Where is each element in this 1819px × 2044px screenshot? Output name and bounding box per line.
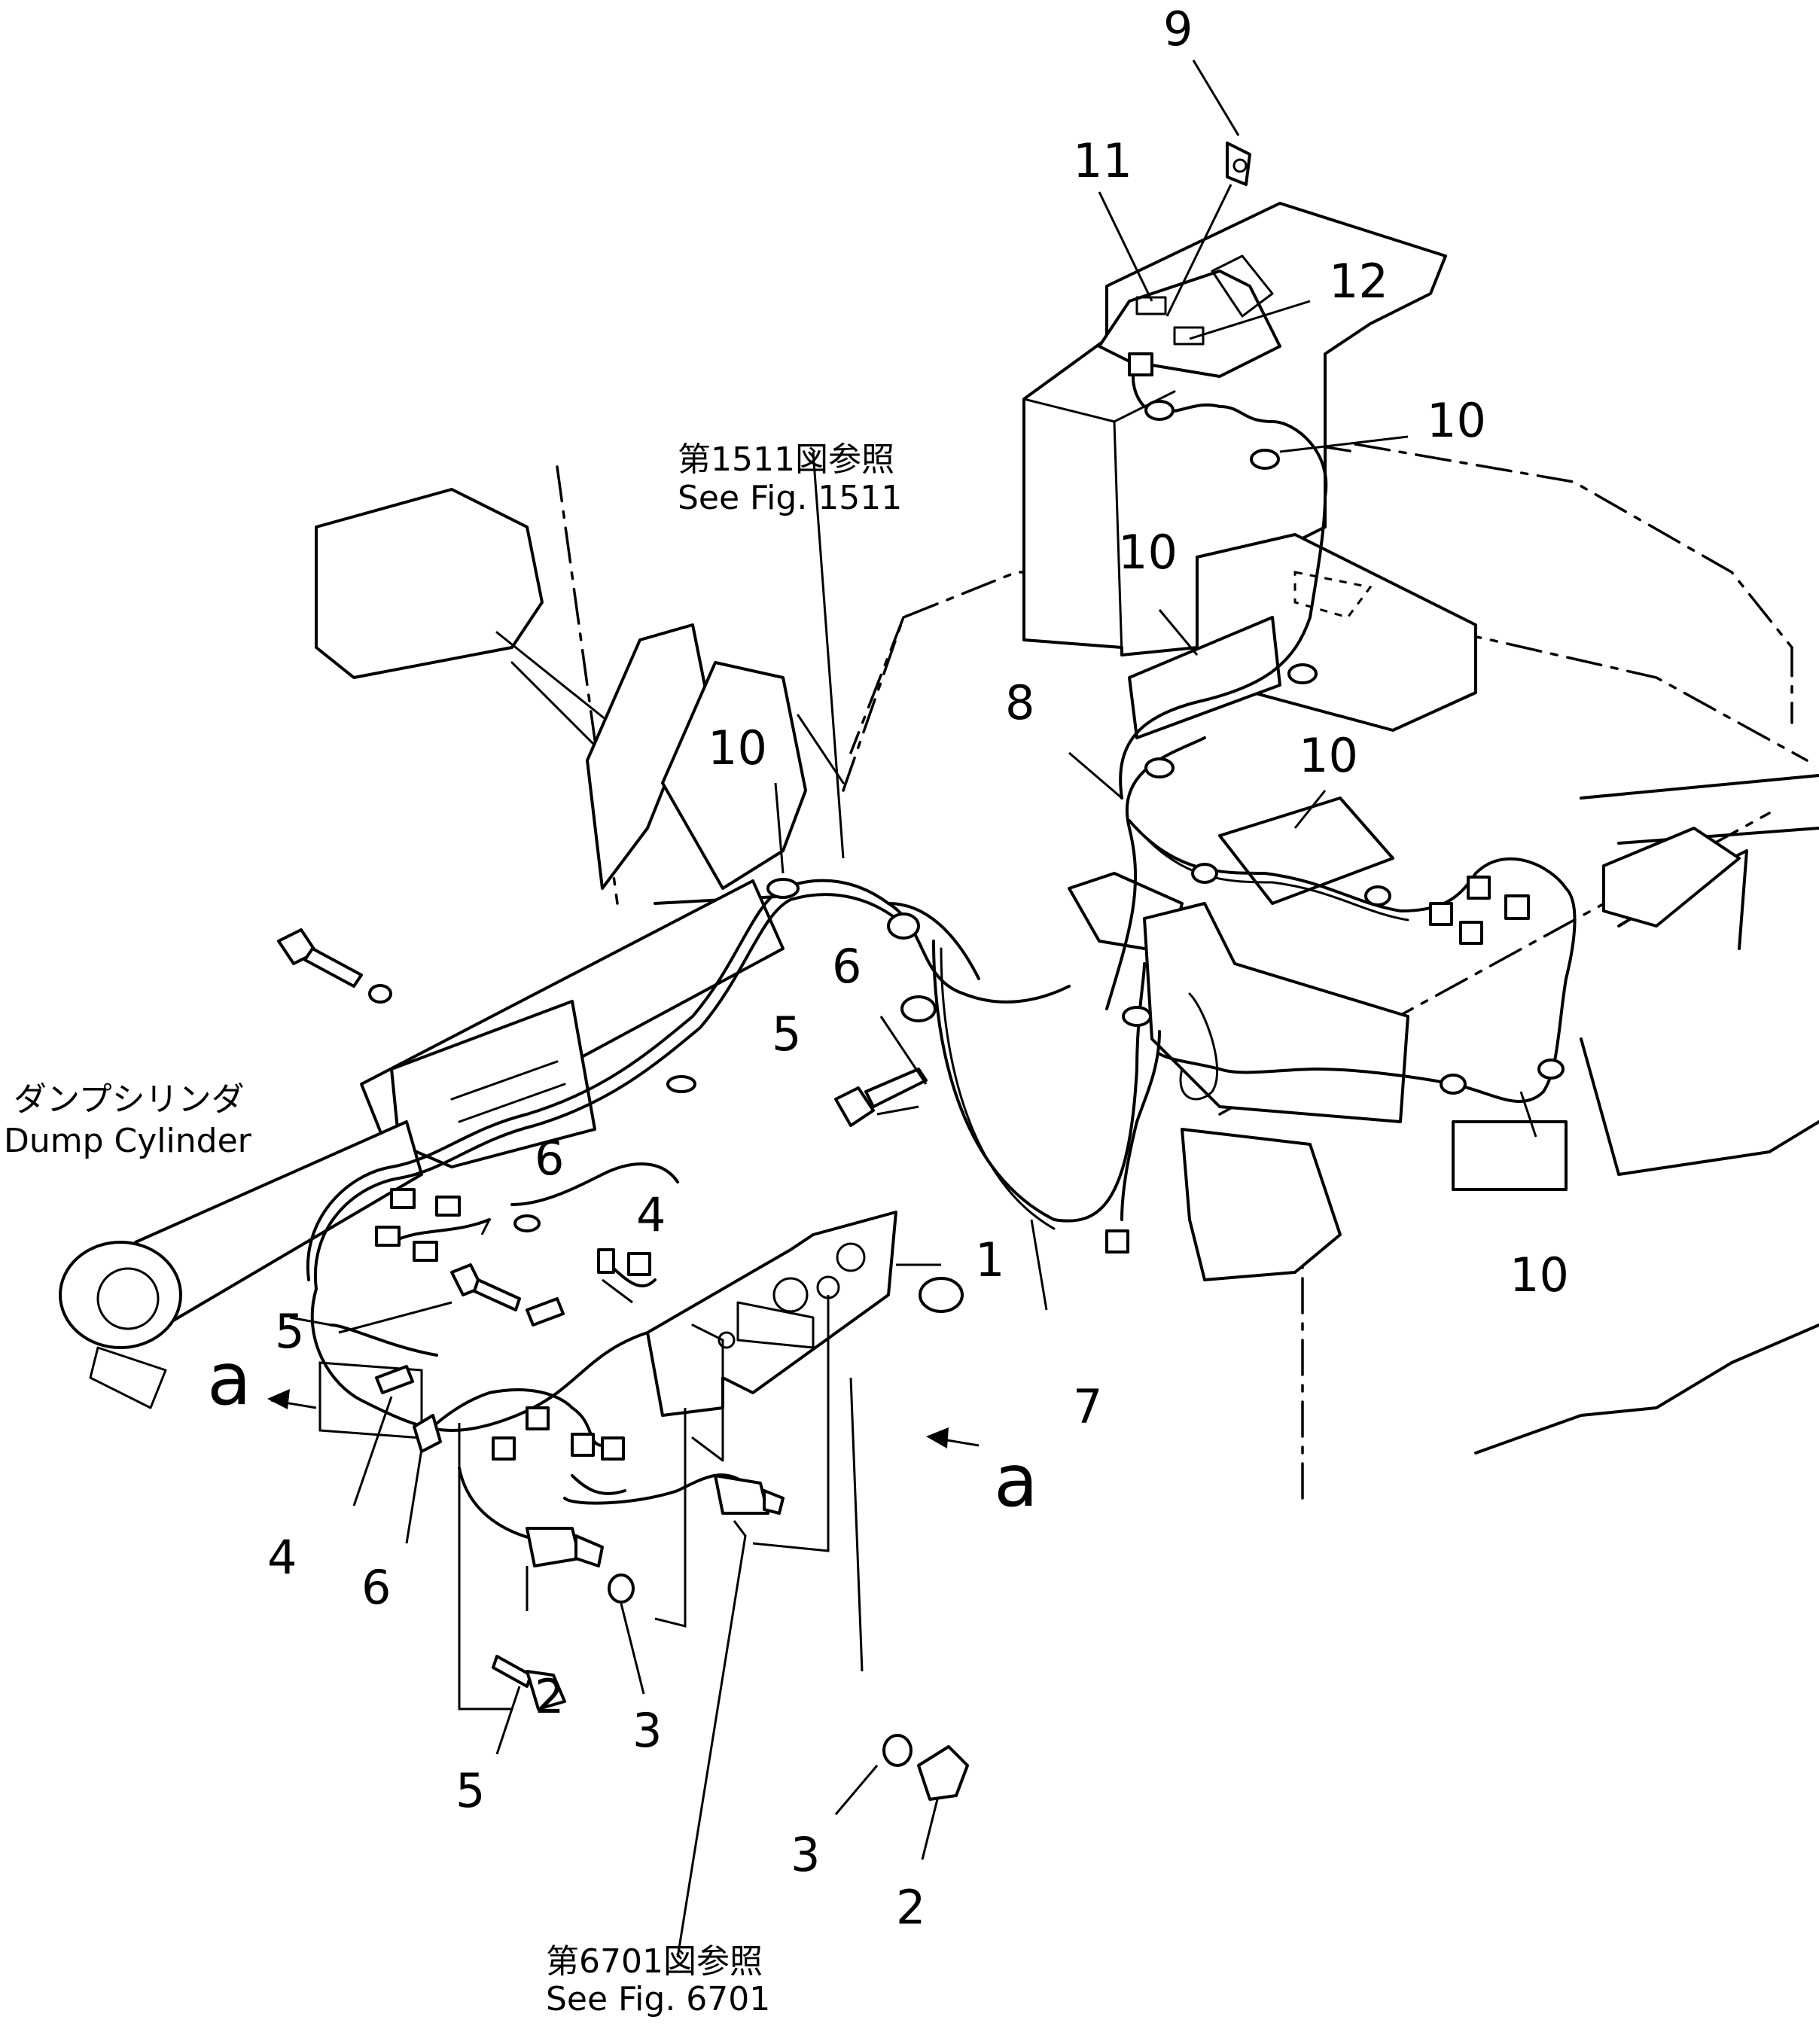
leader-lines [289,59,1537,1958]
reference-labels: 第1511図参照 See Fig. 1511 ダンプシリンダ Dump Cyli… [4,440,1038,2018]
bolts-washers-nuts [277,142,1251,1801]
callout-8: 8 [1005,675,1034,730]
callout-6-a: 6 [832,939,861,994]
callout-3-a: 3 [632,1703,662,1758]
see-fig-1511-jp: 第1511図参照 [678,440,894,479]
view-a-label-left: a [207,1337,251,1421]
callout-2-b: 2 [896,1880,925,1935]
view-a-label-right: a [994,1439,1038,1523]
callout-1: 1 [975,1232,1004,1287]
view-a-arrows [267,1389,980,1448]
callout-3-b: 3 [791,1827,820,1882]
callout-10-d: 10 [708,720,767,775]
connectors [375,352,1530,1461]
wire-clips [513,400,1565,1232]
boom-arm-and-mirror [315,488,845,890]
see-fig-6701-jp: 第6701図参照 [546,1942,763,1981]
callout-5-b: 5 [275,1304,304,1359]
callout-5-a: 5 [772,1007,801,1062]
see-fig-1511-en: See Fig. 1511 [678,479,902,517]
dump-cylinder-label-en: Dump Cylinder [4,1122,252,1160]
callout-12: 12 [1329,254,1388,309]
callout-11: 11 [1073,133,1132,188]
callout-10-b: 10 [1118,525,1178,580]
callout-9: 9 [1163,2,1193,56]
bracket-plate-item-1 [646,1211,897,1462]
callout-10-a: 10 [1427,393,1486,448]
callout-6-b: 6 [535,1131,564,1186]
right-housing [1068,827,1741,1281]
dump-cylinder-label-jp: ダンプシリンダ [14,1080,245,1119]
see-fig-6701-en: See Fig. 6701 [546,1980,770,2018]
wire-harness [306,352,1577,1545]
callout-7: 7 [1073,1379,1102,1434]
callout-4-a: 4 [636,1187,666,1242]
label-cards [1128,616,1568,1191]
dump-cylinder [59,879,785,1409]
callout-10-c: 10 [1299,728,1358,783]
callout-2-a: 2 [535,1669,564,1724]
part-callouts: 9 11 12 10 10 8 10 10 6 5 6 4 1 5 7 10 4… [267,2,1569,1935]
callout-4-b: 4 [267,1530,297,1585]
callout-6-c: 6 [361,1560,391,1615]
cab-console-block [1022,202,1477,732]
callout-5-c: 5 [456,1763,485,1818]
callout-10-e: 10 [1510,1247,1569,1302]
